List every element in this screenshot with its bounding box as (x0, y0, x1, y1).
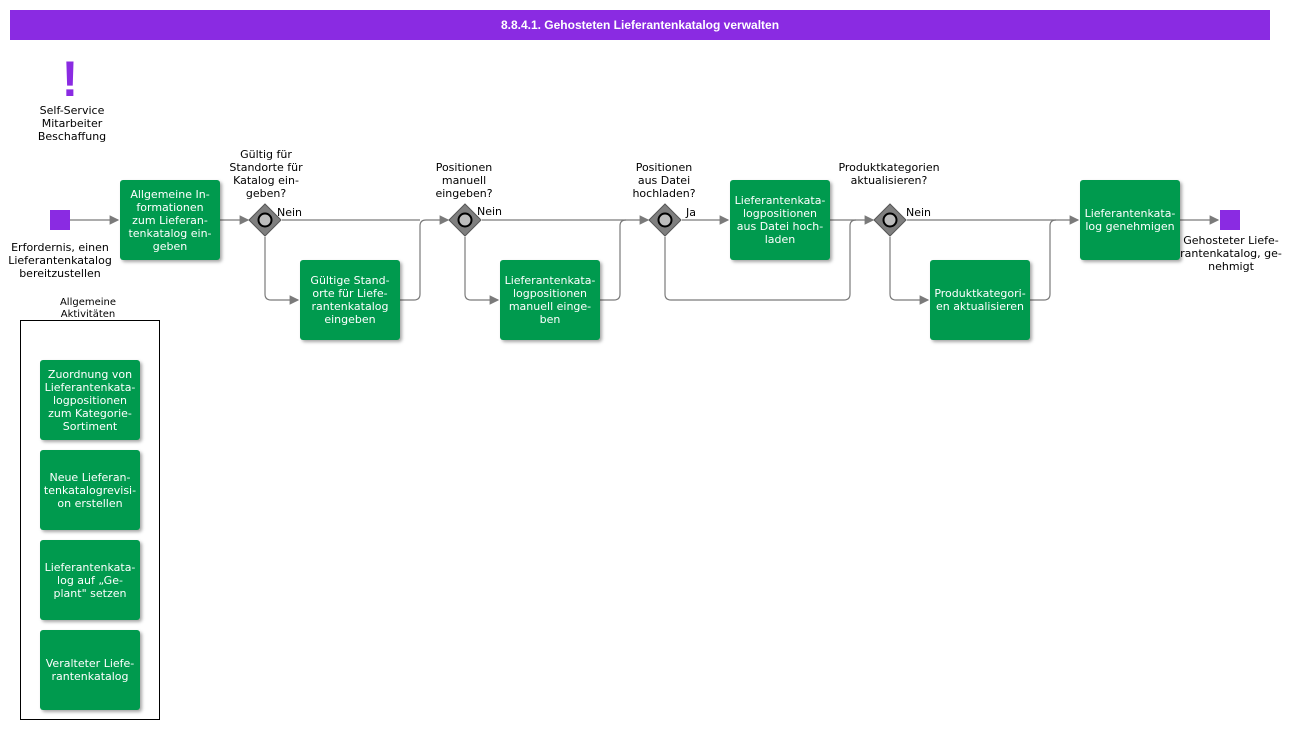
exclamation-icon: ! (61, 51, 79, 107)
group-task-set-planned[interactable]: Lieferantenkata- log auf „Ge- plant" set… (40, 540, 140, 620)
start-event[interactable] (50, 210, 70, 230)
task-manual-positions[interactable]: Lieferantenkata- logpositionen manuell e… (500, 260, 600, 340)
gateway-2-branch: Nein (477, 205, 503, 218)
group-task-new-revision[interactable]: Neue Lieferan- tenkatalogrevisi- on erst… (40, 450, 140, 530)
gateway-1-branch: Nein (277, 206, 303, 219)
role-label: Self-Service Mitarbeiter Beschaffung (37, 104, 107, 143)
group-title: Allgemeine Aktivitäten (59, 297, 117, 319)
group-task-obsolete-catalog[interactable]: Veralteter Liefe- rantenkatalog (40, 630, 140, 710)
task-approve-catalog[interactable]: Lieferantenkata- log genehmigen (1080, 180, 1180, 260)
group-task-assign-positions[interactable]: Zuordnung von Lieferantenkata- logpositi… (40, 360, 140, 440)
task-general-info[interactable]: Allgemeine In- formationen zum Lieferan-… (120, 180, 220, 260)
end-event-label: Gehosteter Liefe- rantenkatalog, ge- neh… (1180, 234, 1282, 273)
gateway-3-branch: Ja (686, 206, 696, 219)
gateway-4-branch: Nein (906, 206, 932, 219)
task-valid-sites[interactable]: Gültige Stand- orte für Liefe- rantenkat… (300, 260, 400, 340)
gateway-4-question: Produktkategorien aktualisieren? (838, 161, 940, 187)
task-update-categories[interactable]: Produktkategori- en aktualisieren (930, 260, 1030, 340)
task-upload-positions[interactable]: Lieferantenkata- logpositionen aus Datei… (730, 180, 830, 260)
end-event[interactable] (1220, 210, 1240, 230)
gateway-3 (648, 203, 682, 237)
gateway-4 (873, 203, 907, 237)
gateway-2 (448, 203, 482, 237)
start-event-label: Erfordernis, einen Lieferantenkatalog be… (8, 241, 112, 280)
gateway-2-question: Positionen manuell eingeben? (435, 161, 493, 200)
gateway-1 (248, 203, 282, 237)
gateway-1-question: Gültig für Standorte für Katalog ein- ge… (229, 148, 303, 200)
diagram-title: 8.8.4.1. Gehosteten Lieferantenkatalog v… (10, 10, 1270, 40)
gateway-3-question: Positionen aus Datei hochladen? (632, 161, 696, 200)
